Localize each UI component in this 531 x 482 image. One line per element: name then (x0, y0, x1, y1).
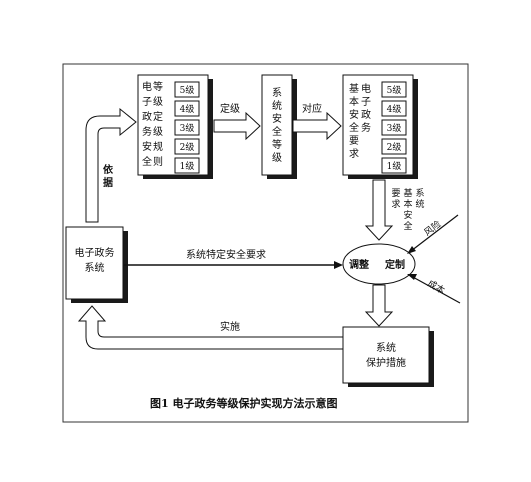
rule-text-char: 级 (153, 126, 163, 138)
rule-text-char: 规 (153, 140, 163, 153)
rule-text-char: 全 (142, 155, 152, 168)
basic-text-char: 基 (349, 82, 359, 95)
label-dingji: 定级 (220, 102, 240, 115)
line-risk-head (407, 246, 416, 254)
label-specific-req: 系统特定安全要求 (186, 248, 266, 261)
syslevel-text-char: 等 (272, 138, 282, 151)
basic-req-box-levels: 5级 4级 3级 2级 1级 (381, 81, 407, 174)
basic-text-char: 务 (361, 121, 371, 134)
syslevel-text-char: 系 (272, 87, 282, 99)
sysbasic-text-char: 系 (415, 188, 424, 199)
sysbasic-text-char: 全 (403, 220, 412, 232)
arrow-down-protect (364, 284, 394, 327)
protect-box-line2: 保护措施 (366, 356, 406, 369)
rule-text-char: 等 (153, 80, 163, 93)
egov-box-line1: 电子政务 (75, 246, 115, 259)
egov-box (65, 226, 124, 300)
basic-level-box (381, 157, 407, 174)
arrow-duiying (292, 111, 342, 141)
sysbasic-text-char: 本 (403, 198, 412, 210)
rule-level-box (174, 100, 200, 117)
sysbasic-text-char: 统 (415, 198, 424, 210)
rule-level-label: 4级 (180, 103, 195, 115)
sysbasic-text-char: 安 (403, 209, 412, 221)
rule-level-box (174, 119, 200, 136)
line-cost (410, 275, 461, 304)
system-level-box (261, 74, 293, 176)
rule-text-char: 子 (142, 96, 152, 108)
basic-level-label: 5级 (387, 84, 402, 96)
line-cost-head (407, 274, 417, 280)
rule-level-box (174, 138, 200, 155)
basic-text-char: 要 (349, 135, 359, 147)
figure-caption: 图1 电子政务等级保护实现方法示意图 (150, 396, 337, 410)
label-yiju: 依据 (103, 163, 114, 189)
label-shishi: 实施 (220, 320, 240, 333)
arrow-down-basic (364, 179, 394, 241)
basic-text-char: 子 (361, 96, 371, 108)
rule-level-box (174, 81, 200, 98)
rule-text-char: 则 (153, 155, 163, 168)
basic-level-label: 4级 (387, 103, 402, 115)
rule-text-char: 安 (142, 140, 152, 153)
rule-level-label: 2级 (180, 141, 195, 153)
basic-level-box (381, 138, 407, 155)
yiju-text-char: 依 (103, 163, 114, 176)
rule-text-char: 务 (142, 125, 152, 138)
egov-box-line2: 系统 (85, 261, 105, 274)
rule-text-char: 政 (142, 110, 152, 123)
basic-text-char: 安 (349, 108, 359, 121)
protect-box-line1: 系统 (376, 341, 396, 354)
basic-level-label: 1级 (387, 160, 402, 172)
syslevel-text-char: 级 (272, 152, 282, 164)
basic-text-char: 求 (349, 148, 359, 160)
basic-level-box (381, 100, 407, 117)
syslevel-text-char: 全 (272, 125, 282, 138)
basic-level-label: 3级 (387, 122, 402, 134)
basic-text-char: 政 (361, 108, 371, 121)
yiju-text-char: 据 (103, 176, 113, 189)
arrow-yiju (85, 107, 137, 223)
line-risk (410, 214, 459, 252)
rule-level-box (174, 157, 200, 174)
syslevel-text-char: 统 (272, 99, 282, 112)
rule-text-char: 级 (153, 96, 163, 108)
basic-level-box (381, 119, 407, 136)
sysbasic-text-char: 求 (391, 198, 400, 210)
rule-text-char: 电 (142, 80, 152, 93)
basic-text-char: 电 (361, 82, 371, 95)
ellipse-right-text: 定制 (385, 258, 405, 271)
label-duiying: 对应 (302, 102, 322, 115)
sysbasic-text-char: 基 (403, 187, 412, 199)
rule-level-label: 3级 (180, 122, 195, 134)
ellipse-left-text: 调整 (349, 258, 369, 271)
arrow-shishi (77, 305, 344, 350)
arrow-dingji (213, 111, 261, 141)
protect-box (342, 326, 430, 384)
sysbasic-text-char: 要 (391, 188, 400, 199)
basic-level-box (381, 81, 407, 98)
basic-level-label: 2级 (387, 141, 402, 153)
rule-box-levels: 5级 4级 3级 2级 1级 (174, 81, 200, 174)
syslevel-text-char: 安 (272, 112, 282, 125)
rule-level-label: 5级 (180, 84, 195, 96)
line-specific-req-head (334, 261, 343, 269)
adjust-customize-ellipse (342, 243, 416, 285)
basic-text-char: 本 (349, 95, 359, 108)
basic-text-char: 全 (349, 121, 359, 134)
rule-text-char: 定 (153, 110, 163, 123)
rule-level-label: 1级 (180, 160, 195, 172)
